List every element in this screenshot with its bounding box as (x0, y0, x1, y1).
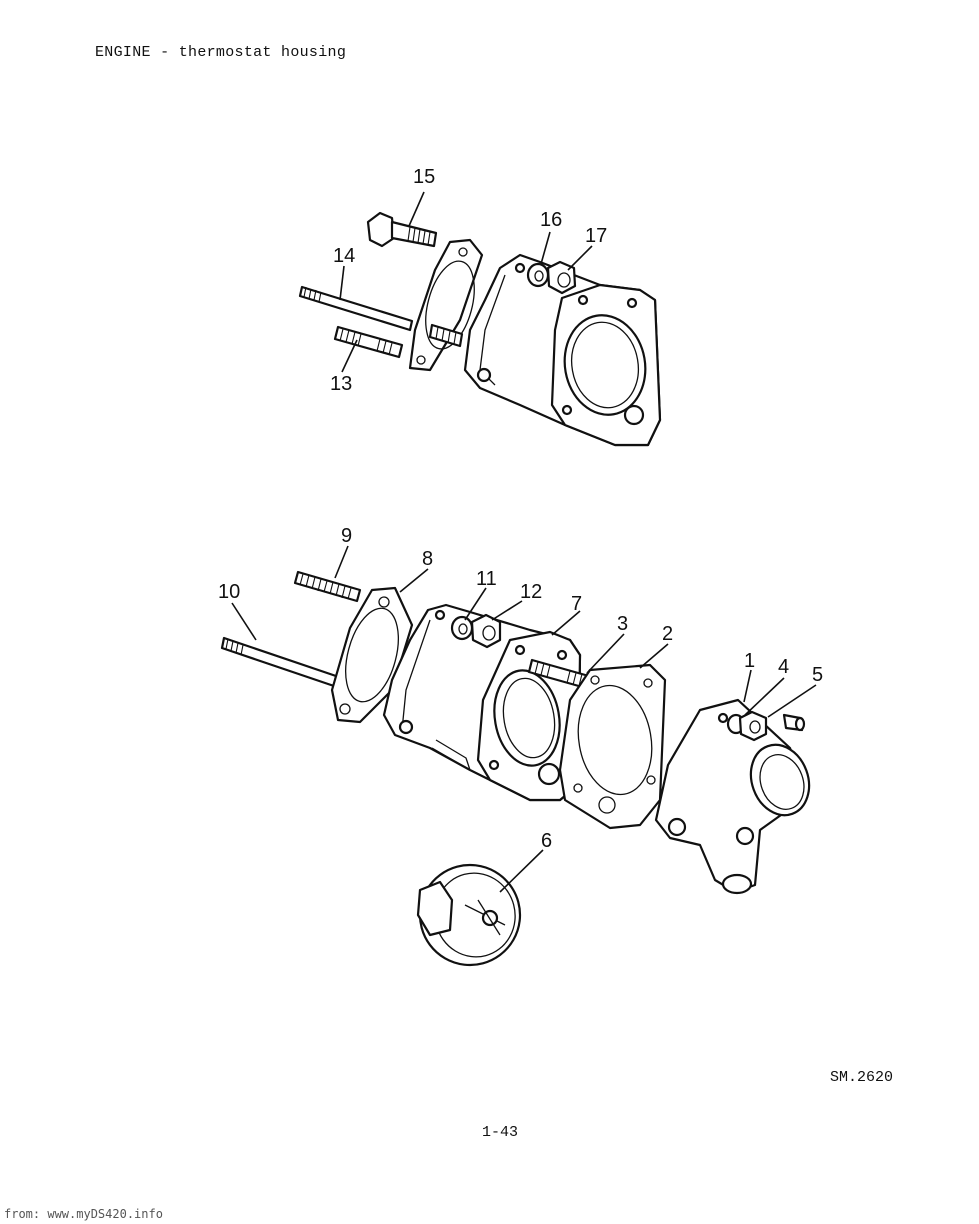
leader-lines (231, 191, 817, 893)
upper-assembly (298, 211, 662, 447)
callout-14: 14 (333, 245, 355, 267)
callout-9: 9 (341, 525, 352, 547)
lower-assembly (220, 570, 811, 967)
callout-7: 7 (571, 593, 582, 615)
upper-housing (463, 253, 662, 447)
thermostat-6 (416, 863, 522, 967)
washer-16 (526, 262, 550, 288)
source-watermark: from: www.myDS420.info (4, 1207, 163, 1221)
stud-9 (293, 570, 362, 603)
gasket-2 (558, 663, 667, 830)
callout-1: 1 (744, 650, 755, 672)
callout-11: 11 (476, 568, 497, 590)
callout-10: 10 (218, 581, 240, 603)
nut-4 (738, 710, 768, 742)
callout-15: 15 (413, 166, 435, 188)
stud-13 (333, 325, 404, 359)
callout-13: 13 (330, 373, 352, 395)
nut-12 (470, 613, 502, 649)
stud-14 (298, 285, 464, 348)
bolt-15 (366, 211, 438, 248)
callout-8: 8 (422, 548, 433, 570)
callout-2: 2 (662, 623, 673, 645)
page-number: 1-43 (482, 1124, 519, 1141)
callout-17: 17 (585, 225, 607, 247)
page-title: ENGINE - thermostat housing (95, 44, 347, 61)
upper-gasket (408, 238, 484, 372)
callout-6: 6 (541, 830, 552, 852)
callout-labels: 15 16 17 14 13 9 8 11 12 7 3 2 1 4 5 10 … (218, 166, 823, 852)
callout-12: 12 (520, 581, 542, 603)
callout-16: 16 (540, 209, 562, 231)
callout-4: 4 (778, 656, 789, 678)
washer-11 (450, 615, 474, 641)
callout-3: 3 (617, 613, 628, 635)
outlet-elbow-1 (654, 698, 811, 895)
callout-5: 5 (812, 664, 823, 686)
figure-reference: SM.2620 (830, 1069, 894, 1086)
plug-5 (782, 713, 806, 732)
